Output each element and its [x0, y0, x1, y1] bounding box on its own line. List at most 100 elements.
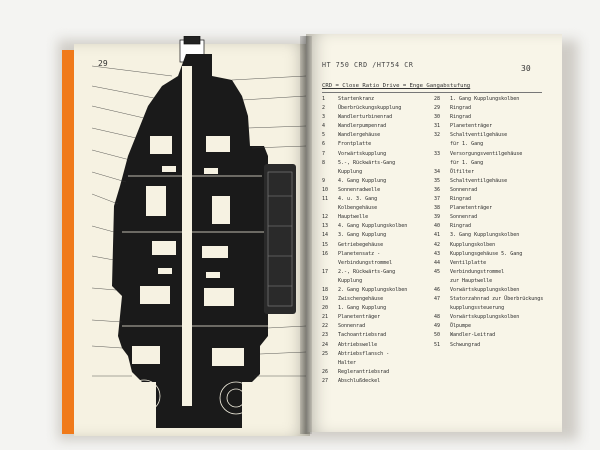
part-number: 28: [434, 96, 441, 102]
part-number: 19: [322, 296, 329, 303]
part-number: 41: [434, 232, 441, 239]
part-name: Wandlergehäuse: [338, 132, 381, 139]
part-number: 12: [322, 214, 329, 221]
part-number: [434, 304, 450, 313]
part-number: 34: [434, 168, 441, 175]
parts-list-item: Verbindungstrommel: [322, 259, 432, 268]
part-name: Abschlußdeckel: [338, 377, 381, 384]
part-name: zur Hauptwelle: [450, 277, 493, 284]
part-name: Ölpumpe: [450, 323, 472, 330]
part-name: 1. Gang Kupplungskolben: [450, 96, 520, 102]
part-number: 31: [434, 123, 441, 130]
parts-list-item: zur Hauptwelle: [434, 277, 544, 286]
part-name: 3. Gang Kupplungskolben: [450, 232, 520, 239]
part-name: Frontplatte: [338, 141, 372, 148]
part-number: 18: [322, 286, 329, 293]
part-number: 21: [322, 314, 329, 321]
part-name: Getriebegehäuse: [338, 241, 384, 248]
part-name: 2. Gang Kupplungskolben: [338, 286, 408, 293]
part-name: Ringrad: [450, 114, 472, 121]
part-number: 4: [322, 123, 326, 130]
part-name: Vorwärtskupplung: [338, 150, 387, 157]
part-name: Überbrückungskupplung: [338, 105, 402, 112]
right-page: [306, 34, 562, 432]
parts-list-item: 30 Ringrad: [434, 113, 544, 122]
parts-list-item: 9 4. Gang Kupplung: [322, 177, 432, 186]
part-number: 14: [322, 232, 329, 239]
part-name: 4. u. 3. Gang: [338, 196, 378, 203]
parts-list-item: Kupplung: [322, 277, 432, 286]
part-name: Halter: [338, 359, 357, 366]
part-name: Vorwärtskupplungskolben: [450, 314, 520, 321]
part-name: für 1. Gang: [450, 141, 484, 148]
part-number: 32: [434, 132, 441, 139]
part-number: 44: [434, 259, 441, 266]
part-number: 47: [434, 296, 441, 303]
part-name: 4. Gang Kupplung: [338, 177, 387, 184]
part-number: 42: [434, 241, 441, 248]
part-name: Ölfilter: [450, 168, 475, 175]
part-number: 9: [322, 177, 326, 184]
part-name: 5.-, Rückwärts-Gang: [338, 159, 396, 166]
part-number: 13: [322, 223, 329, 230]
part-name: Statorzahnrad zur Überbrückungs: [450, 296, 544, 303]
part-name: Sonnenrad: [338, 323, 366, 330]
part-number: 22: [322, 323, 329, 330]
part-number: [434, 140, 450, 149]
part-name: Sonnenrad: [450, 214, 478, 221]
part-number: 1: [322, 96, 326, 102]
part-number: 11: [322, 196, 329, 203]
part-number: 30: [434, 114, 441, 121]
part-name: Schwungrad: [450, 341, 481, 348]
part-name: 2.-, Rückwärts-Gang: [338, 268, 396, 275]
part-number: 40: [434, 223, 441, 230]
part-name: Planetenträger: [450, 123, 493, 130]
part-name: Planetenträger: [338, 314, 381, 321]
part-name: Ringrad: [450, 196, 472, 203]
part-name: für 1. Gang: [450, 159, 484, 166]
part-name: Tachoantriebsrad: [338, 332, 387, 339]
part-number: 20: [322, 305, 329, 312]
part-number: [322, 259, 338, 268]
part-number: 46: [434, 286, 441, 293]
part-number: [434, 277, 450, 286]
part-name: Abtriebsflansch -: [338, 350, 390, 357]
part-number: 23: [322, 332, 329, 339]
part-name: Planetenträger: [450, 205, 493, 212]
parts-list-item: 11 4. u. 3. Gang: [322, 195, 432, 204]
parts-list-item: 31 Planetenträger: [434, 122, 544, 131]
part-name: Kupplung: [338, 277, 363, 284]
parts-list-item: 28 1. Gang Kupplungskolben: [434, 95, 544, 104]
part-number: [322, 359, 338, 368]
part-number: 29: [434, 105, 441, 112]
transmission-cutaway-drawing: [92, 36, 306, 428]
part-number: 38: [434, 205, 441, 212]
parts-list-item: für 1. Gang: [434, 140, 544, 149]
part-name: Wandlerturbinenrad: [338, 114, 393, 121]
part-number: 10: [322, 186, 329, 193]
parts-list-item: 34 Ölfilter: [434, 168, 544, 177]
